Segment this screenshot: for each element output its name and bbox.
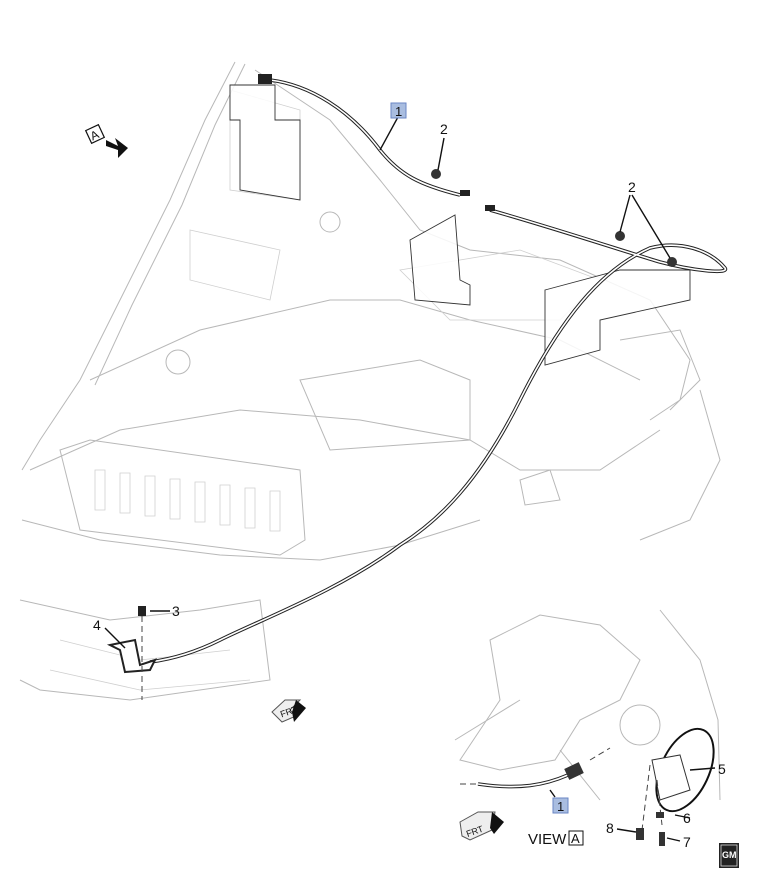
callout-3: 3 bbox=[172, 603, 180, 619]
retainer-icon bbox=[656, 812, 664, 818]
callout-5: 5 bbox=[718, 761, 726, 777]
screw-icon bbox=[636, 828, 644, 840]
gm-logo: GM bbox=[719, 843, 739, 868]
svg-text:GM: GM bbox=[722, 850, 737, 860]
clip-icon bbox=[615, 231, 625, 241]
bolt-icon bbox=[138, 606, 146, 616]
view-letter: A bbox=[571, 831, 580, 846]
view-letter-box bbox=[568, 830, 584, 846]
front-direction-arrow: FRT bbox=[271, 699, 306, 723]
callout-1: 1 bbox=[395, 104, 402, 119]
fuel-door-housing bbox=[651, 754, 691, 801]
view-label: VIEW bbox=[528, 831, 567, 848]
callout-6: 6 bbox=[683, 810, 691, 826]
fuel-door-release-cable bbox=[149, 74, 727, 664]
arrow-icon bbox=[106, 138, 128, 158]
callout-1-box bbox=[552, 797, 569, 814]
clip-icon bbox=[431, 169, 441, 179]
vehicle-body-structure bbox=[19, 61, 721, 701]
callout-2: 2 bbox=[440, 121, 448, 137]
leader-lines bbox=[104, 116, 671, 649]
fuel-door-latch-assembly bbox=[106, 606, 157, 700]
callout-1-view: 1 bbox=[557, 799, 564, 814]
cable-connector-end bbox=[564, 762, 584, 780]
view-a-inset bbox=[454, 609, 721, 846]
callout-2: 2 bbox=[628, 179, 636, 195]
callout-1-box bbox=[390, 102, 407, 119]
clip-icon bbox=[667, 257, 677, 267]
cable-clips bbox=[431, 169, 677, 267]
pin-icon bbox=[659, 832, 665, 846]
cable-connector-end bbox=[258, 74, 272, 84]
callout-8: 8 bbox=[606, 820, 614, 836]
front-direction-arrow-view: FRT bbox=[459, 811, 504, 841]
callout-7: 7 bbox=[683, 834, 691, 850]
view-a-direction-marker: A bbox=[84, 123, 128, 158]
callout-4: 4 bbox=[93, 617, 101, 633]
cutaway-panels bbox=[229, 84, 691, 366]
